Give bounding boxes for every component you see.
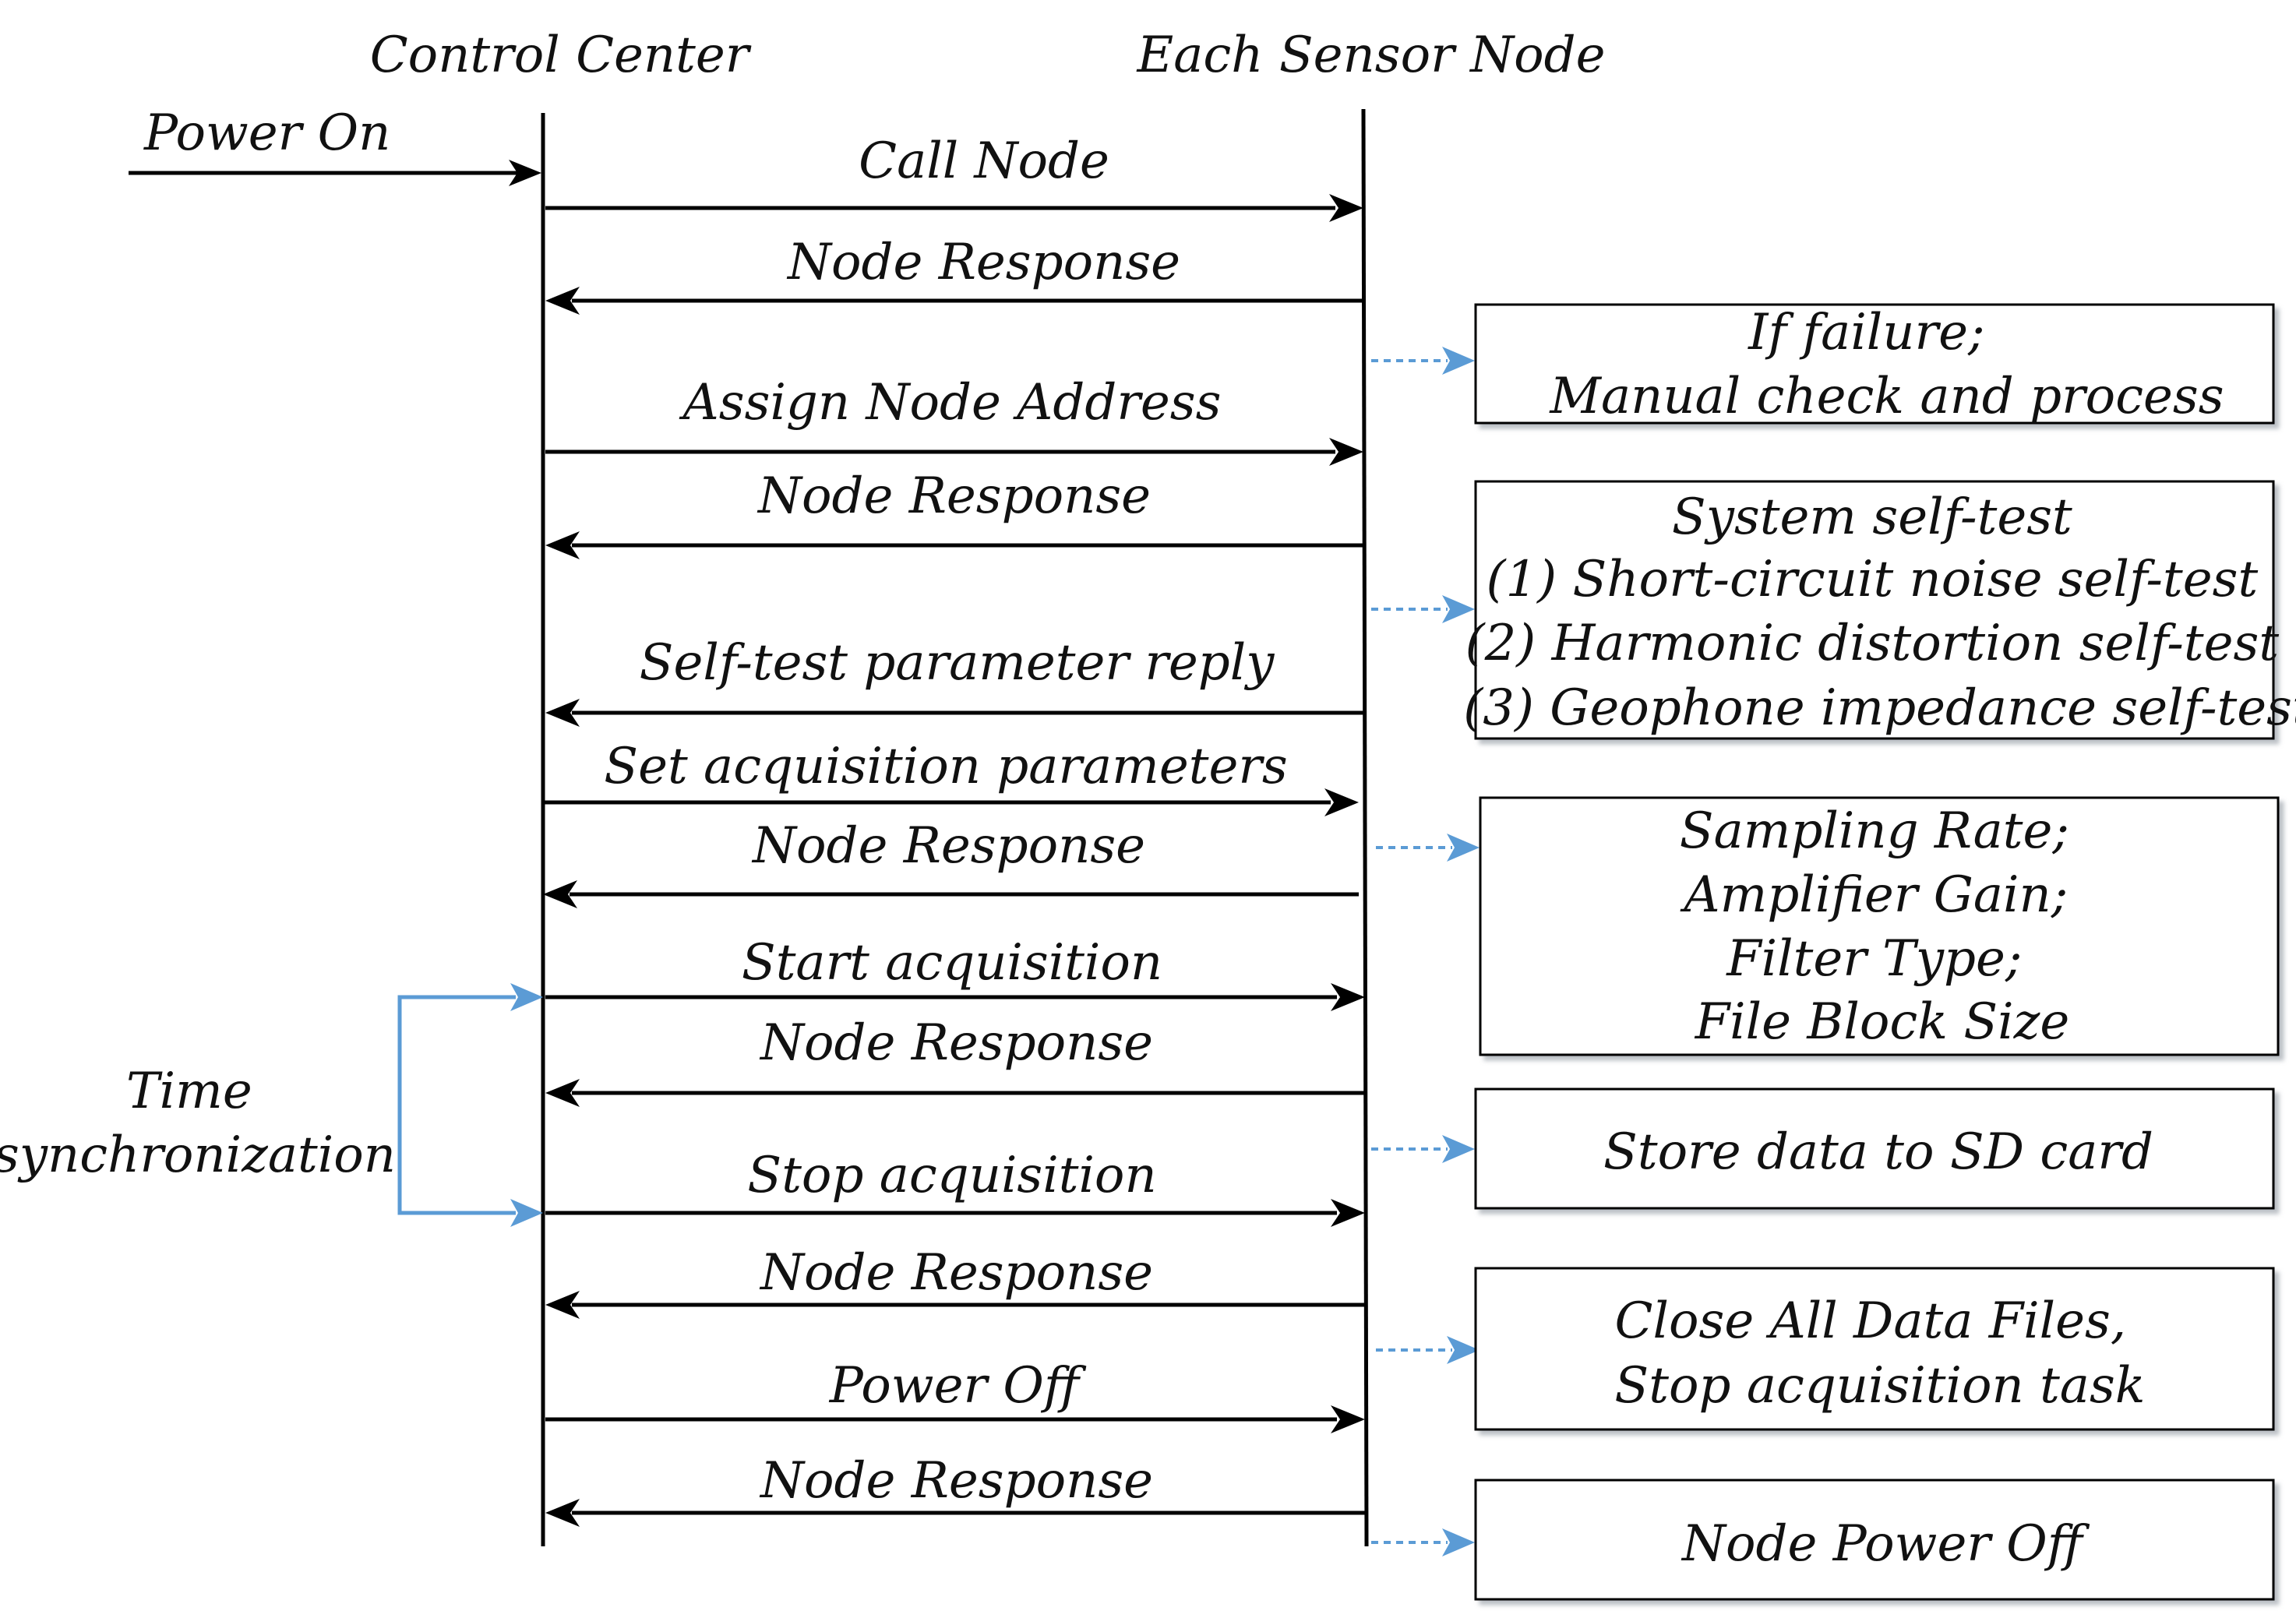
message-label: Node Response: [759, 1244, 1153, 1302]
note-close-files: Close All Data Files, Stop acquisition t…: [1474, 1267, 2275, 1431]
message-stop-acquisition: Stop acquisition: [545, 1147, 1365, 1227]
message-start-acquisition: Start acquisition: [545, 934, 1365, 1011]
note-node-power-off: Node Power Off: [1474, 1479, 2275, 1601]
note-connector-arrow: [1371, 595, 1475, 623]
message-label: Node Response: [759, 1452, 1153, 1510]
message-label: Power Off: [829, 1357, 1087, 1415]
message-call-node: Call Node: [545, 132, 1363, 222]
power-on-arrow: [129, 160, 541, 186]
sensor-node-lifeline: [1361, 108, 1369, 1547]
note-acquisition-parameters: Sampling Rate; Amplifier Gain; Filter Ty…: [1479, 796, 2280, 1056]
message-label: Start acquisition: [742, 934, 1162, 992]
note-store-data: Store data to SD card: [1474, 1087, 2275, 1210]
note-system-self-test: System self-test (1) Short-circuit noise…: [1463, 480, 2296, 740]
message-self-test-parameter-reply: Self-test parameter reply: [545, 634, 1363, 727]
message-label: Assign Node Address: [679, 374, 1222, 432]
message-assign-node-address: Assign Node Address: [545, 374, 1363, 466]
svg-text:System self-test (1) Sho: System self-test (1) Short-circuit noise…: [1463, 488, 2296, 737]
svg-text:If failure; Manual check: If failure; Manual check and process: [1549, 304, 2224, 425]
time-sync-label: Time synchronization: [0, 1063, 396, 1184]
note-failure-handling: If failure; Manual check and process: [1474, 303, 2275, 425]
svg-text:Sampling Rate; Amplifier: Sampling Rate; Amplifier Gain; Filter Ty…: [1680, 802, 2085, 1051]
note-connector-arrow: [1371, 1135, 1475, 1163]
message-label: Node Response: [786, 234, 1180, 291]
message-label: Set acquisition parameters: [604, 738, 1288, 795]
message-node-response: Node Response: [545, 467, 1363, 559]
message-node-response: Node Response: [543, 817, 1359, 908]
message-node-response: Node Response: [545, 234, 1363, 315]
svg-text:Close All Data Files, St: Close All Data Files, Stop acquisition t…: [1614, 1292, 2145, 1415]
message-label: Self-test parameter reply: [640, 634, 1275, 692]
svg-text:Node Power Off: Node Power Off: [1681, 1515, 2090, 1573]
time-sync-bracket: [397, 983, 543, 1227]
message-label: Node Response: [751, 817, 1145, 875]
svg-text:Store data to SD card: Store data to SD card: [1603, 1123, 2153, 1181]
note-connector-arrow: [1371, 347, 1475, 375]
control-center-title: Control Center: [370, 26, 752, 84]
note-connector-arrow: [1371, 1528, 1475, 1556]
message-node-response: Node Response: [545, 1244, 1365, 1319]
message-label: Stop acquisition: [747, 1147, 1156, 1204]
message-power-off: Power Off: [545, 1357, 1365, 1433]
note-connector-arrow: [1376, 834, 1480, 862]
sensor-node-title: Each Sensor Node: [1137, 26, 1606, 84]
note-connector-arrow: [1376, 1336, 1480, 1364]
message-node-response: Node Response: [545, 1452, 1365, 1527]
message-label: Node Response: [757, 467, 1151, 525]
message-node-response: Node Response: [545, 1014, 1365, 1107]
message-label: Node Response: [759, 1014, 1153, 1072]
message-label: Call Node: [859, 132, 1109, 190]
power-on-label: Power On: [143, 104, 390, 162]
message-set-acquisition-parameters: Set acquisition parameters: [543, 738, 1359, 816]
